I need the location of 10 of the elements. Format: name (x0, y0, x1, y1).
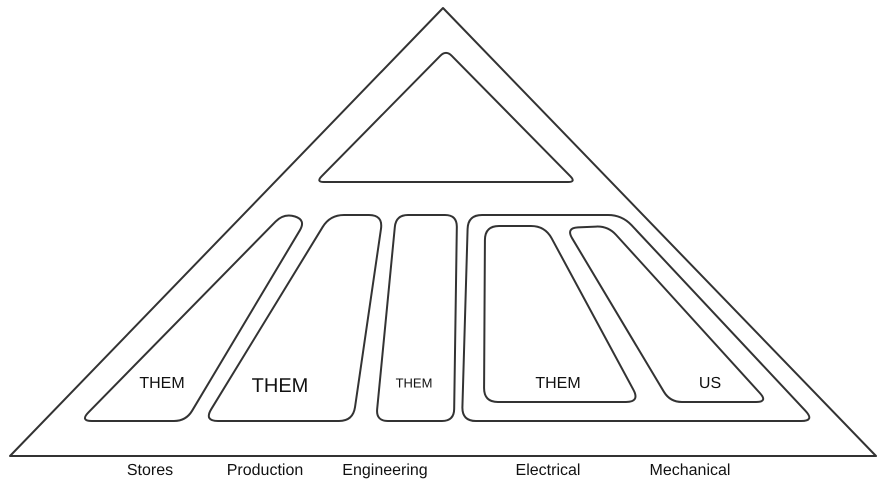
group-label: THEM (139, 376, 185, 392)
group-label: US (698, 376, 722, 392)
group-label: THEM (252, 376, 308, 396)
group-label: THEM (396, 376, 432, 390)
department-label: Engineering (342, 462, 428, 480)
department-label: Mechanical (650, 462, 730, 480)
department-label: Production (226, 462, 304, 480)
group-label: THEM (535, 376, 581, 392)
department-label: Stores (126, 462, 174, 480)
department-label: Electrical (516, 462, 580, 480)
